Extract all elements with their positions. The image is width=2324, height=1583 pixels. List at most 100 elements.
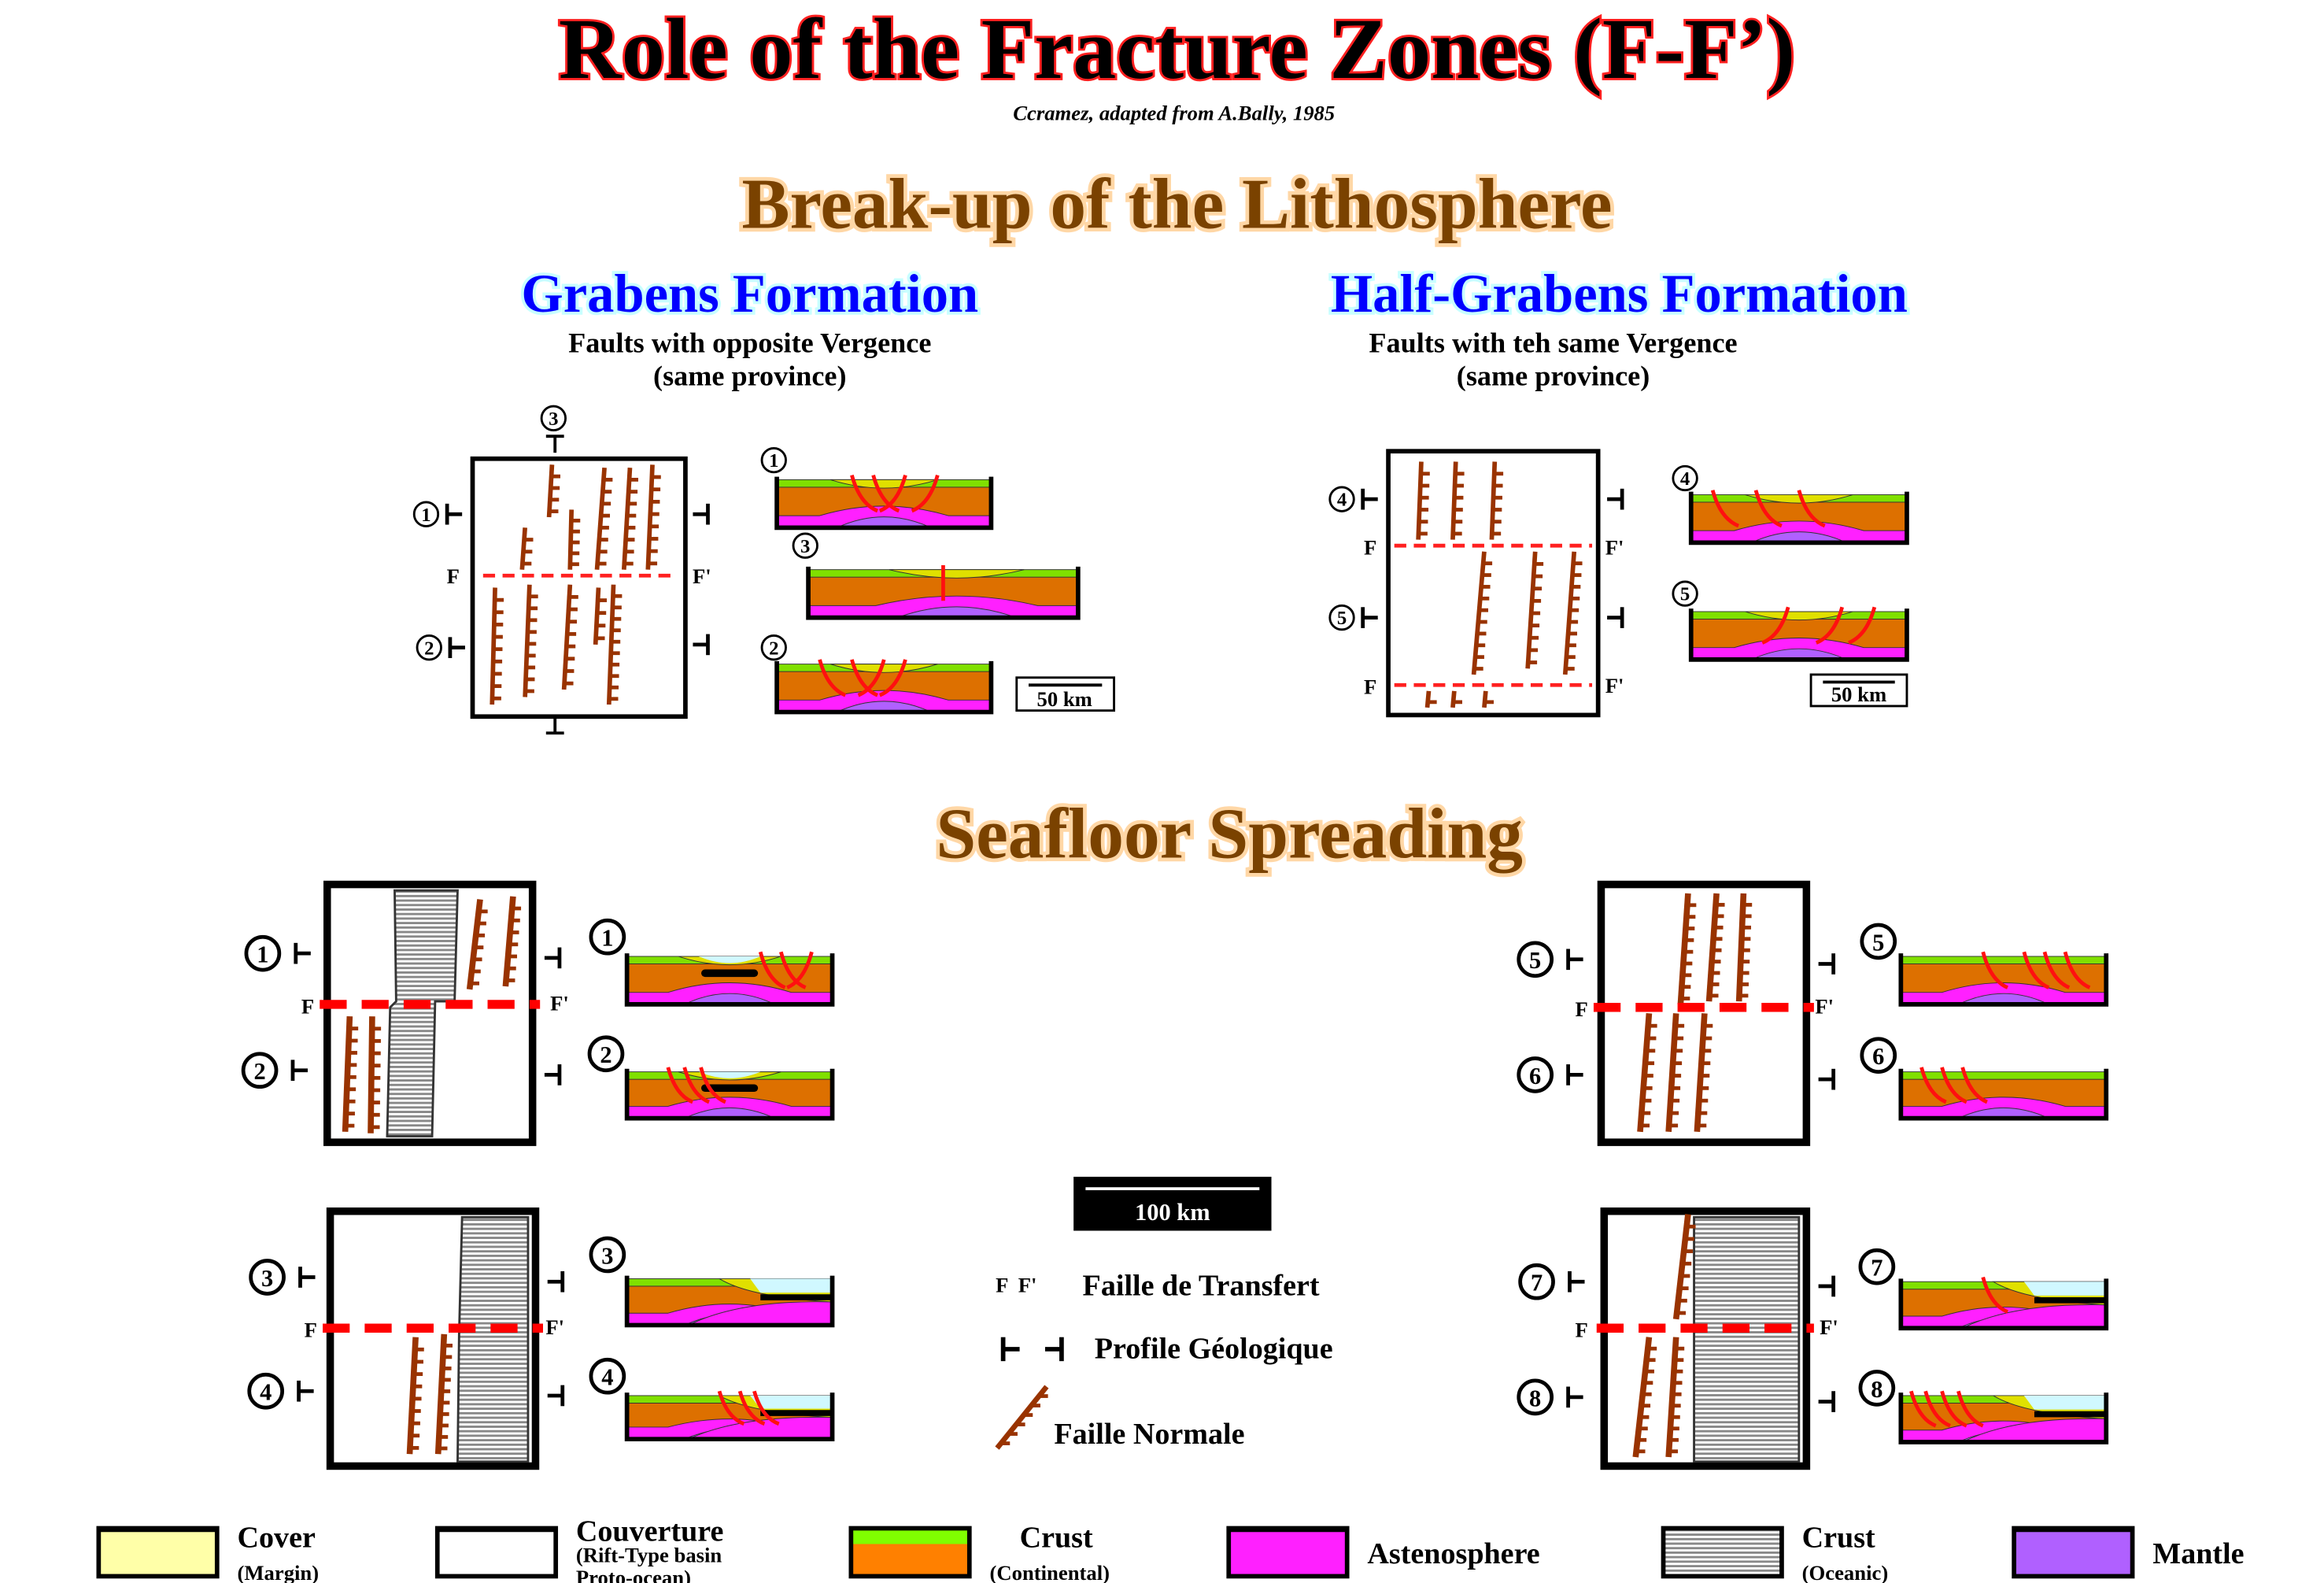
profile-number: 8 (1858, 1370, 1896, 1407)
profile-marker-icon (294, 942, 311, 964)
half-grabens-subtitle-2: (same province) (1457, 360, 1650, 391)
normal-fault (1424, 690, 1437, 708)
legend-item: Cover(Margin) (96, 1521, 319, 1583)
svg-text:2: 2 (769, 638, 778, 659)
svg-text:(Continental): (Continental) (989, 1561, 1110, 1583)
svg-text:1: 1 (601, 925, 613, 952)
profile-number: 2 (587, 1035, 625, 1073)
fracture-label: F (1576, 997, 1588, 1021)
fracture-label: F' (693, 564, 711, 588)
svg-text:4: 4 (260, 1379, 272, 1406)
profile-marker-icon (445, 503, 463, 525)
oceanic-crust-strip (1693, 1215, 1801, 1463)
svg-text:100 km: 100 km (1135, 1199, 1210, 1226)
profile-number: 1 (760, 446, 787, 474)
profile-marker-icon (1566, 1386, 1583, 1408)
profile-marker-icon (544, 1064, 562, 1086)
svg-text:50 km: 50 km (1831, 682, 1886, 706)
normal-fault (1416, 461, 1430, 540)
normal-fault (519, 527, 534, 570)
svg-text:5: 5 (1337, 608, 1347, 629)
svg-text:50 km: 50 km (1037, 687, 1092, 711)
fracture-label: F (447, 564, 460, 588)
profile-marker-icon (1818, 1275, 1836, 1297)
normal-fault (1525, 551, 1544, 669)
normal-fault (1482, 690, 1494, 708)
grabens-subtitle-2: (same province) (653, 360, 846, 391)
profile-number: 8 (1517, 1378, 1554, 1416)
profile-number: 3 (249, 1259, 286, 1296)
profile-marker-icon (1566, 949, 1583, 971)
svg-text:1: 1 (769, 450, 778, 472)
svg-text:1: 1 (257, 941, 268, 968)
profile-marker-icon (1361, 488, 1378, 510)
profile-marker-icon (298, 1267, 316, 1288)
profile-marker-icon (1818, 1391, 1836, 1412)
profile-number: 5 (1517, 941, 1554, 978)
oceanic-crust-strip (456, 1215, 530, 1463)
profile-number: 2 (416, 634, 442, 661)
fracture-label: F (1364, 675, 1376, 699)
fracture-label: F (1364, 536, 1376, 560)
profile-number: 5 (1328, 604, 1355, 631)
normal-fault (567, 509, 581, 570)
normal-fault (1471, 551, 1493, 675)
normal-fault (1677, 893, 1697, 1005)
grabens-subtitle: Faults with opposite Vergence (568, 327, 931, 359)
normal-fault (645, 464, 661, 570)
normal-fault (406, 1337, 424, 1455)
fracture-label: F' (1820, 1315, 1838, 1339)
profile-number: 1 (412, 501, 440, 527)
normal-fault (490, 587, 504, 705)
transfer-symbol: F F' (996, 1274, 1036, 1297)
grabens-title: Grabens Formation (521, 264, 978, 324)
fracture-label: F' (1605, 674, 1624, 697)
fracture-label: F' (1605, 536, 1624, 560)
svg-text:6: 6 (1872, 1043, 1884, 1070)
normal-fault (1450, 690, 1463, 708)
svg-text:Cover: Cover (238, 1521, 316, 1554)
profile-marker-icon (1568, 1270, 1585, 1293)
cross-section (1688, 490, 1909, 546)
oceanic-crust-strip (386, 889, 459, 1137)
normal-fault (1735, 893, 1753, 1002)
profile-number: 2 (760, 634, 787, 661)
profile-marker-icon (1361, 607, 1378, 628)
normal-fault (546, 464, 561, 518)
normal-fault (434, 1333, 453, 1455)
scale-bar-half-grabens: 50 km (1809, 673, 1908, 708)
profile-number: 2 (241, 1052, 279, 1089)
legend-item: Astenosphere (1226, 1526, 1540, 1579)
svg-text:(Oceanic): (Oceanic) (1802, 1561, 1889, 1583)
legend-item: Crust(Oceanic) (1661, 1521, 1889, 1583)
profile-marker-icon (1818, 953, 1836, 975)
profile-number: 3 (792, 532, 818, 559)
normal-fault (561, 584, 578, 690)
profile-marker-icon (693, 503, 710, 525)
profile-marker-icon (544, 947, 562, 969)
svg-text:6: 6 (1529, 1063, 1541, 1089)
normal-fault (1632, 1337, 1657, 1458)
svg-text:4: 4 (1337, 490, 1347, 511)
legend: Cover(Margin) Couverture(Rift-Type basinP… (96, 1515, 2245, 1583)
svg-text:8: 8 (1529, 1385, 1541, 1411)
normal-fault (621, 467, 638, 570)
profile-marker-icon (290, 1060, 309, 1082)
normal-fault (1637, 1013, 1657, 1133)
cross-section (1898, 1067, 2109, 1121)
cross-section (774, 659, 994, 715)
normal-fault (466, 899, 488, 990)
normal-fault (342, 1016, 359, 1132)
svg-text:8: 8 (1871, 1376, 1882, 1403)
profile-marker-icon (547, 1385, 565, 1407)
svg-text:Astenosphere: Astenosphere (1367, 1537, 1539, 1570)
svg-text:Mantle: Mantle (2152, 1537, 2244, 1570)
cross-section (774, 475, 994, 531)
